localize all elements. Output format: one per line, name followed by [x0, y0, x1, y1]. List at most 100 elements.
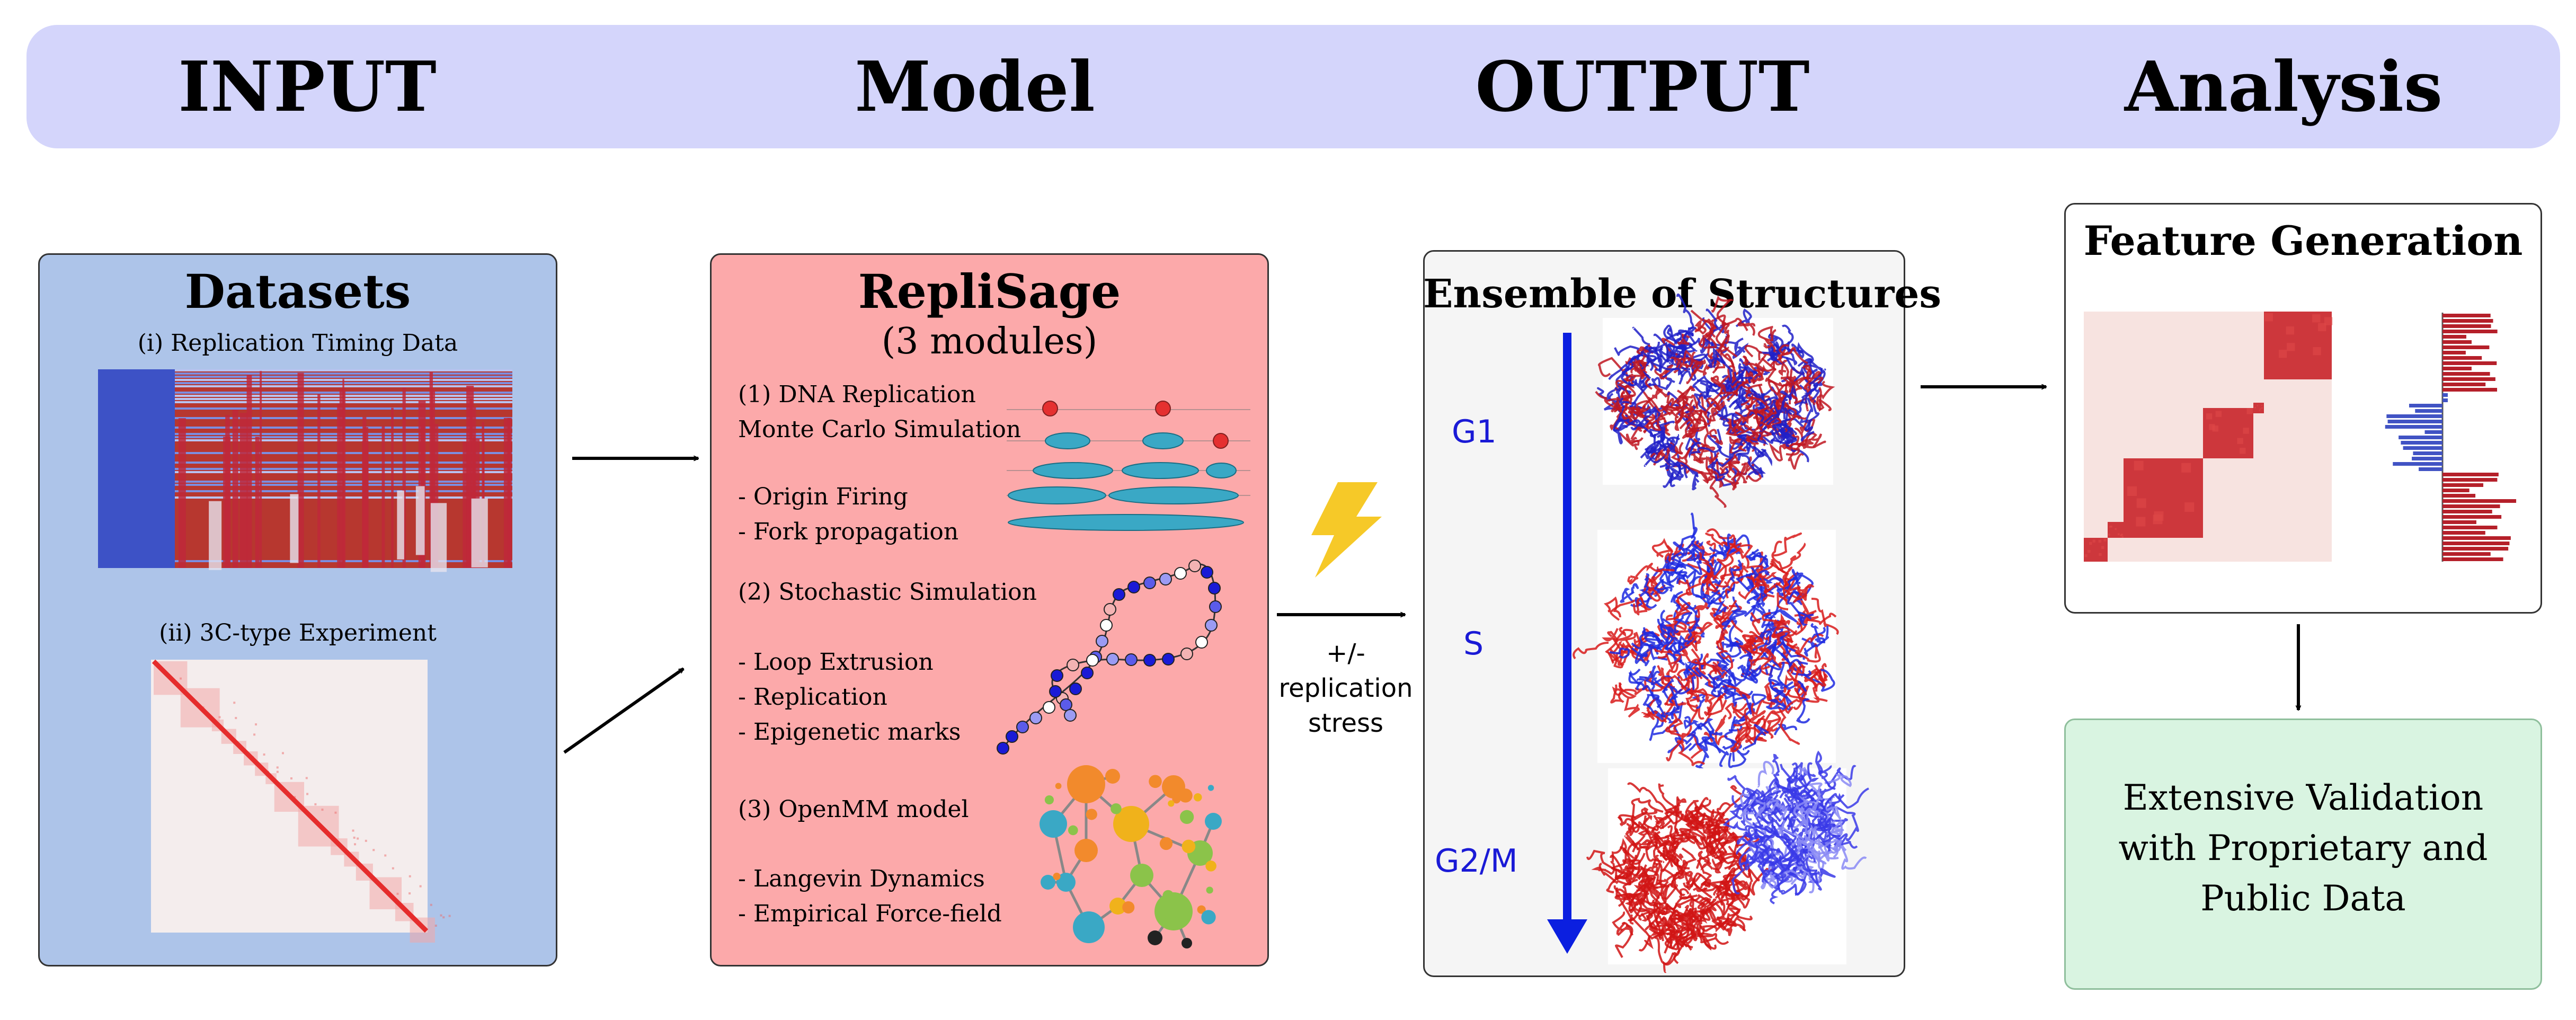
network-node	[1113, 806, 1149, 842]
network-node	[1074, 839, 1098, 862]
chromatin-fiber	[1715, 839, 1729, 866]
chromatin-fiber	[1810, 623, 1826, 644]
chromatin-fiber	[1699, 821, 1721, 835]
chromatin-fiber	[1793, 796, 1822, 815]
datasets-title: Datasets	[184, 264, 411, 319]
chromatin-fiber	[1622, 879, 1642, 921]
chromatin-fiber	[1669, 640, 1690, 663]
validation-line: Extensive Validation	[2122, 777, 2484, 818]
chromatin-fiber	[1693, 393, 1711, 427]
chromatin-fiber	[1740, 803, 1760, 827]
chromatin-fiber	[1635, 563, 1675, 578]
chromatin-fiber	[1653, 377, 1675, 391]
chromatin-fiber	[1628, 668, 1644, 690]
feature-bar	[2442, 552, 2491, 556]
chromatin-fiber	[1683, 716, 1703, 731]
chromatin-fiber	[1731, 856, 1762, 894]
rt-spike	[255, 437, 260, 568]
chromatin-fiber	[1759, 823, 1779, 852]
feature-noise	[2115, 528, 2117, 530]
chromatin-fiber	[1686, 701, 1698, 736]
chromatin-fiber	[1724, 716, 1742, 749]
feature-noise	[2237, 438, 2243, 444]
rt-spike	[232, 410, 238, 568]
chromatin-fiber	[1627, 420, 1664, 437]
chromatin-fiber	[1640, 807, 1658, 829]
rt-gap	[471, 498, 488, 567]
chromatin-fiber	[1769, 540, 1786, 574]
feature-bar	[2442, 536, 2511, 540]
polymer-bead	[1049, 685, 1062, 698]
feature-bar	[2442, 494, 2476, 498]
chromatin-fiber	[1769, 848, 1808, 866]
chromatin-fiber	[1796, 803, 1811, 845]
chromatin-fiber	[1718, 675, 1736, 701]
feature-noise	[2209, 424, 2215, 430]
network-node	[1207, 785, 1214, 791]
chromatin-fiber	[1738, 574, 1762, 600]
network-node	[1178, 788, 1193, 803]
chromatin-fiber	[1653, 814, 1665, 829]
chromatin-fiber	[1683, 871, 1695, 889]
chromatin-fiber	[1659, 609, 1678, 650]
feature-noise	[2098, 539, 2102, 543]
chromatin-fiber	[1644, 670, 1663, 692]
chromatin-fiber	[1765, 699, 1786, 711]
chromatin-fiber	[1614, 379, 1632, 391]
feature-bar	[2401, 441, 2442, 445]
chromatin-fiber	[1678, 365, 1697, 385]
chromatin-fiber	[1674, 611, 1693, 634]
chromatin-fiber	[1811, 598, 1839, 635]
feature-noise	[2084, 554, 2088, 557]
network-node	[1162, 890, 1174, 901]
chromatin-fiber	[1720, 466, 1732, 478]
chromatin-fiber	[1660, 675, 1685, 689]
hic-dot	[442, 916, 445, 919]
chromatin-fiber	[1635, 387, 1656, 419]
chromatin-fiber	[1710, 599, 1727, 617]
chromatin-fiber	[1670, 873, 1685, 889]
chromatin-fiber	[1710, 353, 1736, 387]
chromatin-fiber	[1677, 679, 1697, 695]
chromatin-fiber	[1699, 831, 1720, 860]
rt-spike	[363, 427, 369, 568]
chromatin-fiber	[1721, 610, 1747, 634]
header-bar	[26, 25, 2560, 148]
chromatin-fiber	[1678, 462, 1699, 478]
rt-gap	[290, 494, 299, 563]
hic-dot	[276, 766, 279, 769]
chromatin-fiber	[1647, 868, 1666, 891]
hic-dot	[253, 733, 256, 736]
chromatin-fiber	[1816, 795, 1835, 817]
chromatin-fiber	[1789, 569, 1801, 587]
feature-domain	[2264, 312, 2332, 379]
chromatin-fiber	[1798, 767, 1812, 779]
chromatin-fiber	[1739, 645, 1763, 656]
chromatin-fiber	[1711, 295, 1734, 325]
hic-dot	[306, 793, 309, 795]
chromatin-fiber	[1728, 748, 1750, 768]
feature-bar	[2442, 489, 2470, 492]
chromatin-fiber	[1689, 442, 1722, 459]
network-node	[1197, 905, 1206, 914]
chromatin-fiber	[1639, 573, 1650, 597]
feature-bar	[2442, 393, 2448, 397]
chromatin-fiber	[1788, 791, 1800, 830]
chromatin-fiber	[1610, 855, 1627, 883]
chromatin-fiber	[1774, 723, 1797, 735]
chromatin-fiber	[1657, 618, 1676, 645]
network-node	[1073, 911, 1105, 943]
hic-dot	[334, 811, 337, 814]
network-node	[1149, 775, 1162, 788]
feature-bar	[2409, 404, 2442, 407]
feature-noise	[2206, 413, 2213, 420]
feature-noise	[2313, 347, 2321, 356]
chromatin-fiber	[1631, 811, 1653, 842]
chromatin-fiber	[1716, 633, 1742, 658]
experiment-caption: (ii) 3C-type Experiment	[159, 619, 437, 646]
module2-bullet: - Epigenetic marks	[738, 719, 961, 746]
feature-noise	[2121, 534, 2123, 536]
polymer-bead	[1043, 701, 1055, 714]
chromatin-fiber	[1626, 823, 1638, 836]
chromatin-fiber	[1763, 338, 1776, 351]
